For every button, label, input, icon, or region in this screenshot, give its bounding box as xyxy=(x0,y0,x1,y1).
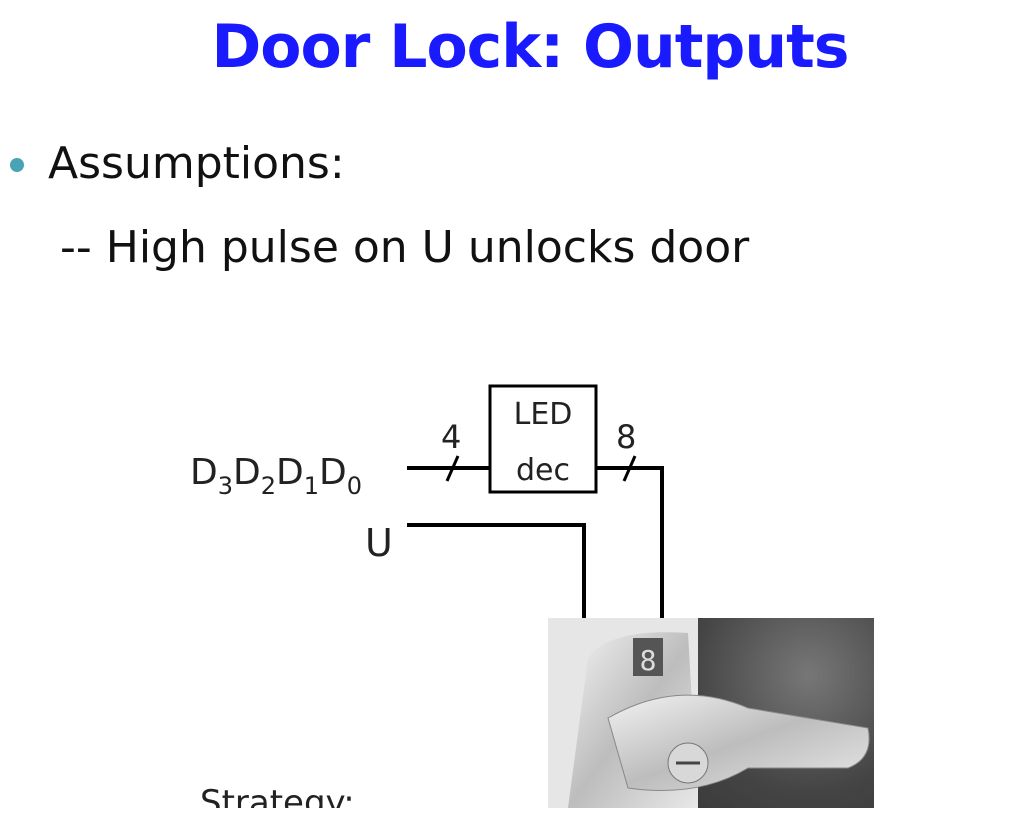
led-decoder-block xyxy=(488,384,598,494)
unlock-signal-label: U xyxy=(365,521,393,565)
slide-title: Door Lock: Outputs xyxy=(211,12,850,82)
data-input-label: D3D2D1D0 xyxy=(190,452,362,500)
segment-bus-wire xyxy=(596,466,664,618)
seven-segment-display: 8 xyxy=(640,644,657,677)
block-label-led: LED xyxy=(514,397,573,432)
bullet-assumptions: Assumptions: xyxy=(48,138,345,189)
unlock-wire xyxy=(407,523,586,618)
door-lock-photo: 8 xyxy=(548,618,874,808)
bus-slash-8 xyxy=(622,455,637,482)
bus-slash-4 xyxy=(445,455,460,482)
sub-bullet-unlock: -- High pulse on U unlocks door xyxy=(60,222,750,273)
bus-width-8: 8 xyxy=(616,418,636,456)
bullet-dot-icon xyxy=(10,158,24,172)
block-label-dec: dec xyxy=(516,453,570,488)
door-lock-image: 8 xyxy=(548,618,870,808)
bus-width-4: 4 xyxy=(441,418,461,456)
strategy-text: Strategy: xyxy=(200,783,355,808)
